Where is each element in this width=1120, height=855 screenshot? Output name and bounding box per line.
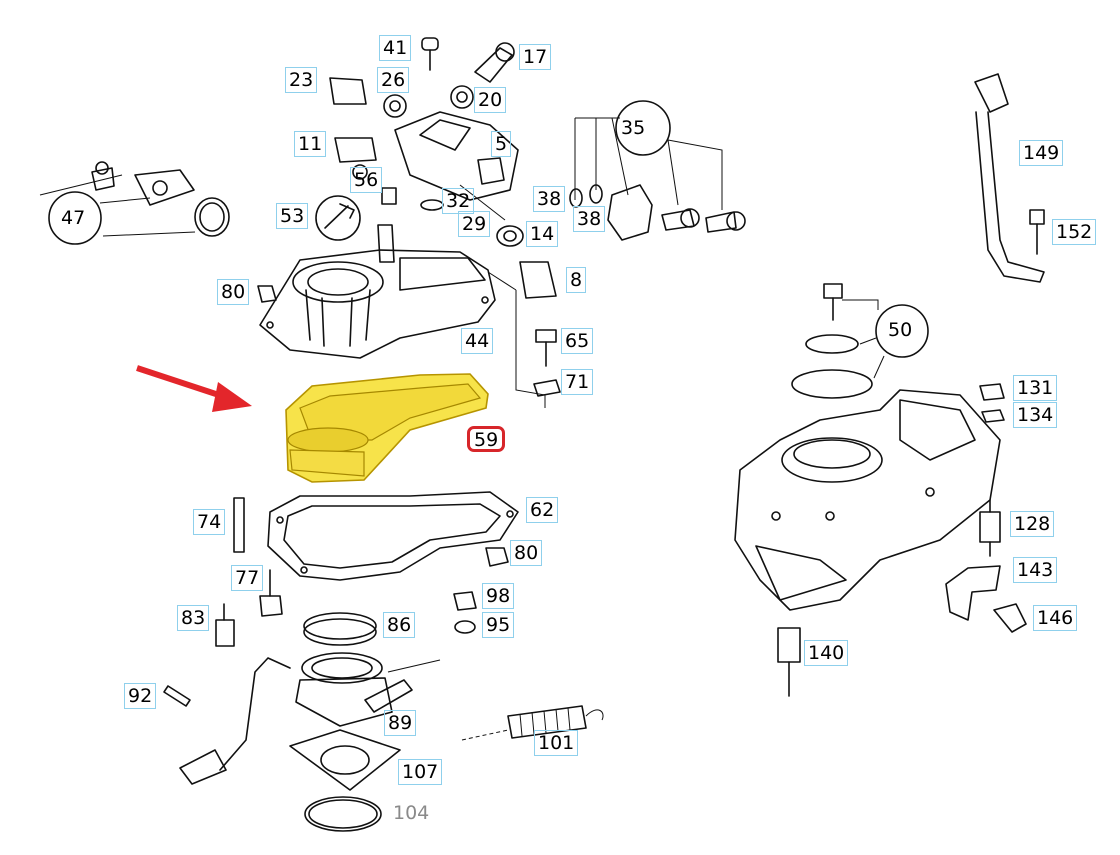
part-92-pin-drawing [163, 685, 191, 707]
part-label-53[interactable]: 53 [276, 203, 309, 229]
pointer-arrow-icon [136, 365, 252, 412]
part-label-131[interactable]: 131 [1013, 375, 1058, 401]
part-label-50[interactable]: 50 [888, 319, 913, 341]
part-label-80b[interactable]: 80 [510, 540, 543, 566]
part-label-74[interactable]: 74 [193, 509, 226, 535]
part-44-upper-housing-drawing [257, 224, 546, 408]
part-label-128[interactable]: 128 [1010, 511, 1055, 537]
part-50-callout-drawing [791, 283, 929, 399]
part-label-56[interactable]: 56 [350, 167, 383, 193]
part-label-98[interactable]: 98 [482, 583, 515, 609]
right-small-parts-drawing [777, 499, 1027, 697]
part-47-cover-drawing [39, 161, 230, 245]
part-label-92[interactable]: 92 [124, 683, 157, 709]
part-label-149[interactable]: 149 [1019, 140, 1064, 166]
part-label-86[interactable]: 86 [383, 612, 416, 638]
part-53-wrench-drawing [315, 195, 361, 241]
part-label-146[interactable]: 146 [1033, 605, 1078, 631]
part-149-bracket-drawing [974, 73, 1045, 283]
part-label-17[interactable]: 17 [519, 44, 552, 70]
screw-65-71-drawing [533, 329, 561, 397]
part-label-89[interactable]: 89 [384, 710, 417, 736]
part-label-20[interactable]: 20 [474, 87, 507, 113]
part-101-spring-drawing [461, 705, 604, 741]
part-label-71[interactable]: 71 [561, 369, 594, 395]
part-label-29[interactable]: 29 [458, 211, 491, 237]
part-label-38b[interactable]: 38 [573, 206, 606, 232]
part-label-77[interactable]: 77 [231, 565, 264, 591]
part-label-41[interactable]: 41 [379, 35, 412, 61]
part-label-104[interactable]: 104 [393, 802, 430, 824]
gasket-107-oring-104-drawing [289, 729, 401, 832]
part-label-143[interactable]: 143 [1013, 557, 1058, 583]
part-89-throttle-body-drawing [179, 652, 441, 785]
part-label-5[interactable]: 5 [491, 131, 512, 157]
main-housing-drawing [734, 383, 1005, 611]
part-label-44[interactable]: 44 [461, 328, 494, 354]
part-label-38a[interactable]: 38 [533, 186, 566, 212]
part-label-65[interactable]: 65 [561, 328, 594, 354]
part-label-107[interactable]: 107 [398, 759, 443, 785]
part-label-62[interactable]: 62 [526, 497, 559, 523]
part-label-140[interactable]: 140 [804, 640, 849, 666]
part-label-23[interactable]: 23 [285, 67, 318, 93]
part-label-80a[interactable]: 80 [217, 279, 250, 305]
part-label-8[interactable]: 8 [566, 267, 587, 293]
part-label-35[interactable]: 35 [621, 117, 646, 139]
clamp-nuts-drawing [303, 591, 477, 646]
part-label-11[interactable]: 11 [294, 131, 327, 157]
part-62-gasket-drawing [267, 491, 519, 581]
part-label-101[interactable]: 101 [534, 730, 579, 756]
part-label-47[interactable]: 47 [61, 207, 86, 229]
part-label-59-selected[interactable]: 59 [467, 426, 506, 452]
part-label-152[interactable]: 152 [1052, 219, 1097, 245]
part-label-14[interactable]: 14 [526, 221, 559, 247]
part-35-callout-drawing [569, 100, 746, 241]
fittings-cluster-drawing [329, 37, 557, 299]
part-label-95[interactable]: 95 [482, 612, 515, 638]
part-label-83[interactable]: 83 [177, 605, 210, 631]
part-label-134[interactable]: 134 [1013, 402, 1058, 428]
studs-bolts-drawing [215, 497, 509, 647]
part-label-26[interactable]: 26 [377, 67, 410, 93]
part-59-highlighted-cover[interactable] [285, 373, 489, 483]
